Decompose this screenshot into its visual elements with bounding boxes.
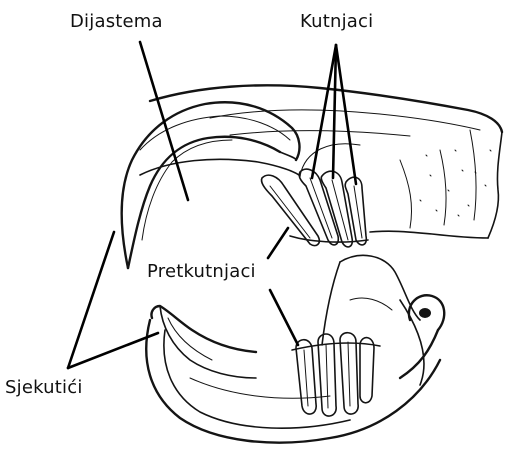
leader-lines [68, 42, 356, 368]
molars-pointer-3 [336, 45, 356, 184]
upper-molars [261, 169, 368, 247]
premolars-pointer-lower [270, 290, 298, 345]
label-premolars: Pretkutnjaci [147, 263, 256, 281]
label-incisors: Sjekutići [5, 379, 83, 397]
diastema-pointer [140, 42, 188, 200]
premolars-pointer-upper [268, 228, 288, 258]
label-molars: Kutnjaci [300, 13, 373, 31]
upper-incisor [122, 102, 300, 268]
incisors-pointer-upper [68, 232, 114, 368]
incisors-pointer-lower [68, 333, 158, 368]
label-diastema: Dijastema [70, 13, 163, 31]
upper-skull [140, 85, 502, 238]
lower-molars [292, 333, 380, 416]
